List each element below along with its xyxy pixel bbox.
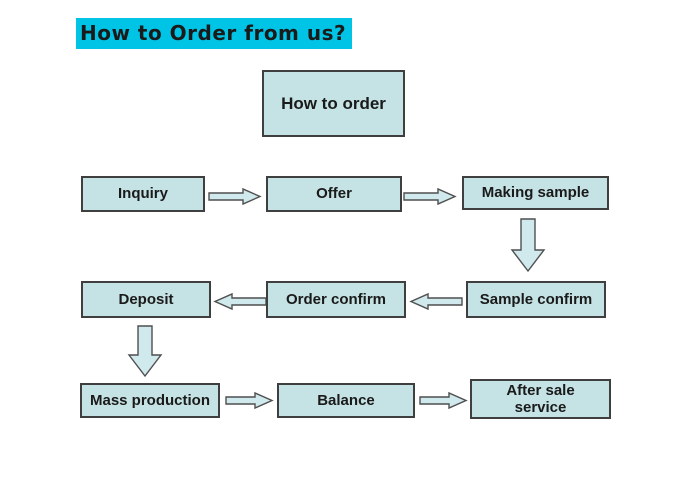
node-sample-confirm: Sample confirm	[466, 281, 606, 318]
arrow-left-icon	[213, 292, 267, 311]
node-deposit: Deposit	[81, 281, 211, 318]
node-after-sale-service: After sale service	[470, 379, 611, 419]
node-order-confirm: Order confirm	[266, 281, 406, 318]
node-how-to-order: How to order	[262, 70, 405, 137]
node-balance: Balance	[277, 383, 415, 418]
node-mass-production: Mass production	[80, 383, 220, 418]
arrow-right-icon	[419, 391, 468, 410]
arrow-down-icon	[127, 325, 163, 378]
arrow-down-icon	[510, 218, 546, 273]
arrow-right-icon	[208, 187, 262, 206]
node-inquiry: Inquiry	[81, 176, 205, 212]
arrow-right-icon	[403, 187, 457, 206]
arrow-left-icon	[409, 292, 463, 311]
arrow-right-icon	[225, 391, 274, 410]
node-making-sample: Making sample	[462, 176, 609, 210]
node-offer: Offer	[266, 176, 402, 212]
page-title: How to Order from us?	[76, 18, 353, 49]
